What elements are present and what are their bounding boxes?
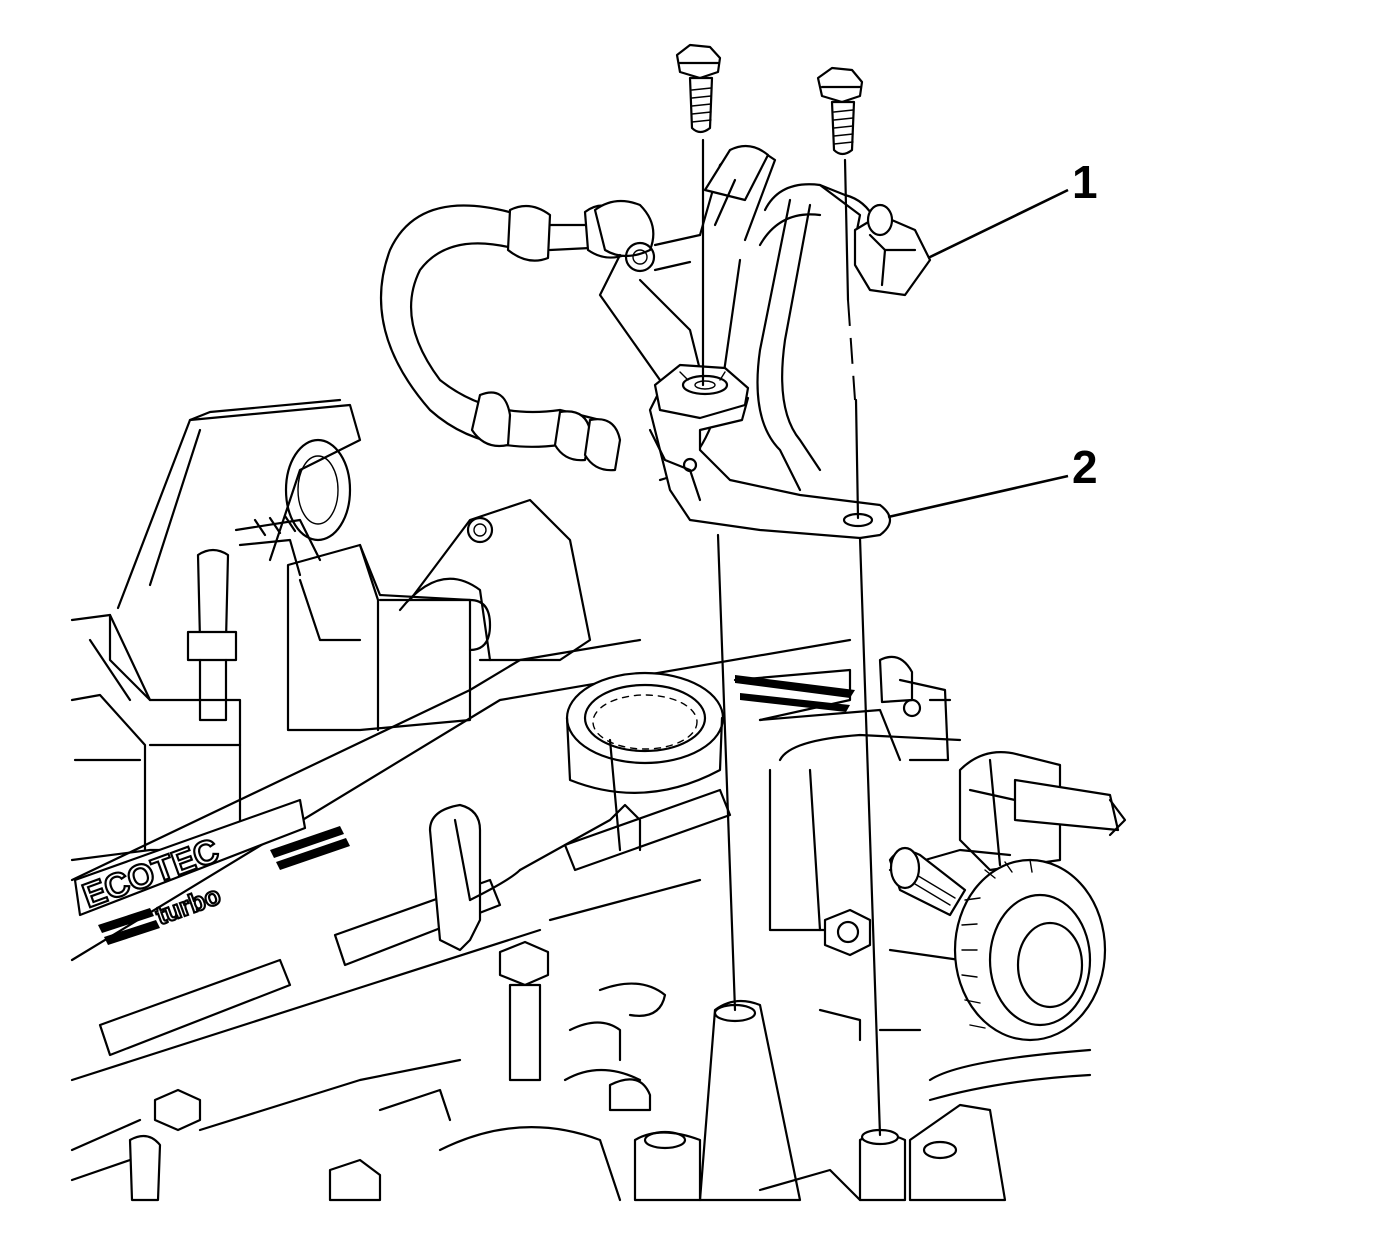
installation-guide-lines [701,138,882,1137]
bracket-bolt-right [816,66,864,156]
fuel-pipe-bracket [648,383,892,540]
callout-1-label: 1 [1072,156,1098,208]
bracket-bolt-left [675,43,722,134]
callout-1: 1 [927,156,1098,260]
fuel-pipe-assembly [379,144,932,540]
callout-2-label: 2 [1072,441,1098,493]
engine-assembly: ECOTEC turbo [70,398,1127,1202]
ecotec-logo: ECOTEC turbo [73,798,350,945]
fuel-pipe-fitting [818,183,932,297]
callout-2: 2 [887,441,1098,519]
